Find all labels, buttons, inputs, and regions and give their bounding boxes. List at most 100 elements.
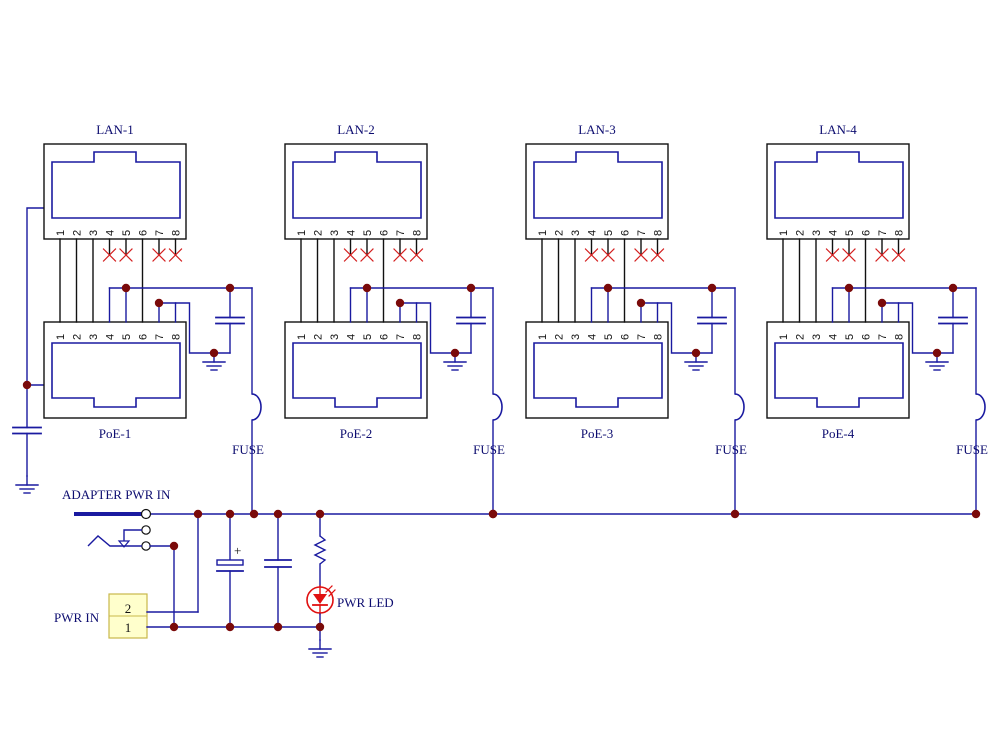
junction-dot (488, 509, 498, 519)
pwr-led-label: PWR LED (337, 595, 394, 610)
poe-connector-2 (284, 321, 428, 419)
junction-dot (450, 348, 460, 358)
lan-pin-label: 5 (844, 230, 856, 236)
nc-mark (650, 248, 665, 262)
lan-pin-label: 6 (620, 230, 632, 236)
poe-pin-label: 5 (362, 334, 374, 340)
junction-dot (466, 283, 476, 293)
poe-pin-label: 6 (379, 334, 391, 340)
lan-pin-label: 1 (537, 230, 549, 236)
poe-pin-label: 1 (537, 334, 549, 340)
nc-mark (842, 248, 856, 262)
lan-connector-1 (43, 143, 187, 240)
lan-pin-label: 8 (653, 230, 665, 236)
poe-pin-label: 4 (346, 334, 358, 340)
poe-pin-label: 4 (828, 334, 840, 340)
led-emission (328, 589, 336, 597)
lan-label: LAN-1 (96, 122, 134, 137)
poe-pin-label: 1 (55, 334, 67, 340)
lan-pin-label: 1 (778, 230, 790, 236)
junction-dot (971, 509, 981, 519)
poe-connector-3-cavity (533, 342, 663, 408)
poe-pin-label: 8 (894, 334, 906, 340)
junction-dot (225, 509, 235, 519)
negative-rail (898, 302, 937, 354)
poe-pin-label: 3 (329, 334, 341, 340)
lan-pin-label: 6 (138, 230, 150, 236)
junction-dot (169, 541, 179, 551)
lan-pin-label: 2 (72, 230, 84, 236)
connector-pin-2: 2 (125, 601, 132, 616)
negative-rail (416, 302, 455, 354)
fuse-label: FUSE (715, 442, 747, 457)
adapter-pin-center (140, 508, 152, 520)
poe-connector-2-cavity (292, 342, 422, 408)
junction-dot (636, 298, 646, 308)
lan-pin-label: 3 (570, 230, 582, 236)
junction-dot (154, 298, 164, 308)
poe-label: PoE-4 (822, 426, 855, 441)
lan-pin-label: 3 (811, 230, 823, 236)
shield-wire (26, 207, 44, 386)
junction-dot (315, 509, 325, 519)
lan-pin-label: 4 (587, 230, 599, 236)
poe-pin-label: 6 (861, 334, 873, 340)
lan-connector-3 (525, 143, 669, 240)
nc-mark (152, 248, 166, 262)
poe-pin-label: 2 (72, 334, 84, 340)
poe-pin-label: 8 (653, 334, 665, 340)
fuse-symbol (734, 393, 745, 421)
nc-mark (119, 248, 133, 262)
lan-connector-3-cavity (533, 151, 663, 219)
poe-pin-label: 3 (88, 334, 100, 340)
poe-pin-label: 4 (105, 334, 117, 340)
poe-connector-1-cavity (51, 342, 181, 408)
poe-pin-label: 8 (171, 334, 183, 340)
poe-connector-4 (766, 321, 910, 419)
lan-pin-label: 4 (346, 230, 358, 236)
junction-dot (121, 283, 131, 293)
labels-layer: LAN-1PoE-1FUSELAN-2PoE-2FUSELAN-3PoE-3FU… (54, 122, 988, 635)
junction-dot (948, 283, 958, 293)
nc-mark (584, 248, 599, 262)
lan-pin-label: 8 (412, 230, 424, 236)
poe-pin-label: 3 (811, 334, 823, 340)
lan-connector-4-cavity (774, 151, 904, 219)
jack-switch-arrow (117, 540, 131, 548)
junction-dot (707, 283, 717, 293)
lan-pin-label: 3 (329, 230, 341, 236)
junction-dot (22, 380, 32, 390)
junction-dot (209, 348, 219, 358)
poe-label: PoE-3 (581, 426, 614, 441)
junction-dot (193, 509, 203, 519)
lan-label: LAN-2 (337, 122, 375, 137)
poe-connector-3 (525, 321, 669, 419)
junction-dot (169, 622, 179, 632)
nc-mark (601, 248, 615, 262)
lan-label: LAN-4 (819, 122, 857, 137)
led-triangle (313, 594, 327, 604)
junction-dot (225, 622, 235, 632)
adapter-pwr-in-label: ADAPTER PWR IN (62, 487, 171, 502)
junction-dot (844, 283, 854, 293)
lan-pin-label: 5 (362, 230, 374, 236)
lan-pin-label: 2 (313, 230, 325, 236)
nc-mark (393, 248, 407, 262)
nc-mark (825, 248, 840, 262)
poe-pin-label: 5 (603, 334, 615, 340)
fuse-label: FUSE (232, 442, 264, 457)
lan-label: LAN-3 (578, 122, 616, 137)
lan-connector-2 (284, 143, 428, 240)
poe-pin-label: 7 (636, 334, 648, 340)
poe-pin-label: 6 (138, 334, 150, 340)
resistor-symbol (313, 535, 327, 565)
junction-dot (315, 622, 325, 632)
junction-dot (877, 298, 887, 308)
nc-mark (634, 248, 648, 262)
poe-pin-label: 6 (620, 334, 632, 340)
junction-dot (225, 283, 235, 293)
